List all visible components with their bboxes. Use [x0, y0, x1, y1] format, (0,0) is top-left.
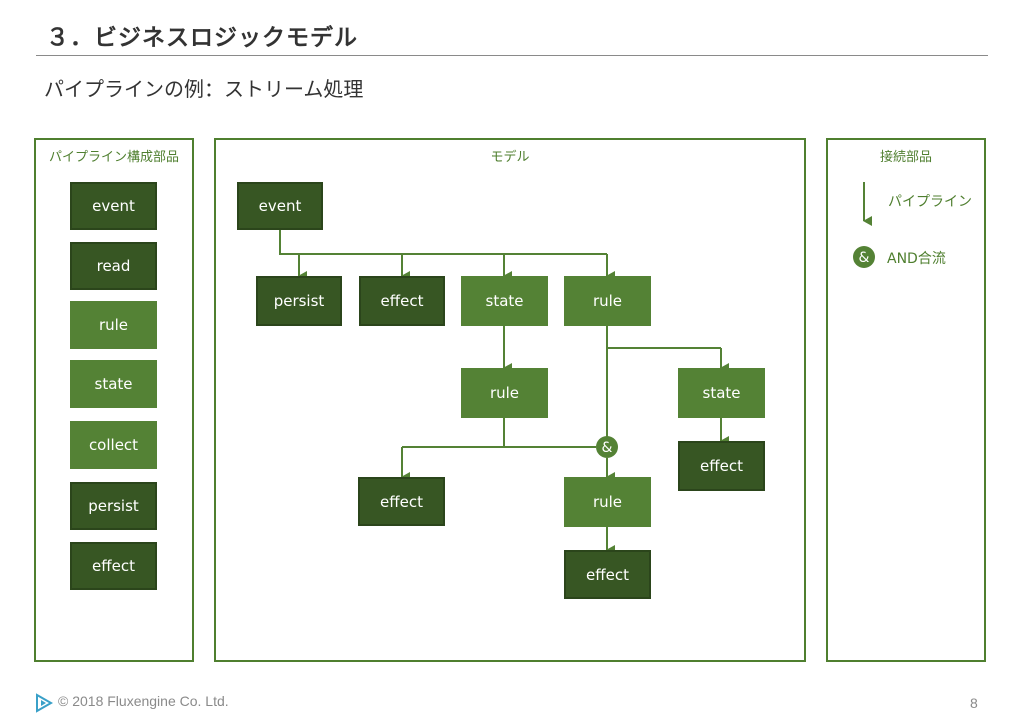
- node-effect-d: effect: [564, 550, 651, 599]
- node-rule-c: rule: [564, 477, 651, 527]
- model-panel-title: モデル: [490, 150, 530, 165]
- connectors-panel: 接続部品: [826, 138, 986, 662]
- component-effect: effect: [70, 542, 157, 590]
- component-rule: rule: [70, 301, 157, 349]
- component-read: read: [70, 242, 157, 290]
- node-persist: persist: [256, 276, 342, 326]
- slide-subtitle: パイプラインの例：ストリーム処理: [44, 77, 364, 101]
- legend-and-symbol: &: [859, 250, 870, 266]
- legend-pipeline-label: パイプライン: [888, 194, 972, 210]
- node-rule-a: rule: [564, 276, 651, 326]
- slide-title: ３．ビジネスロジックモデル: [46, 25, 358, 51]
- title-divider: [36, 55, 988, 56]
- connector-rule-b-split: [402, 418, 505, 448]
- legend-and-icon: [853, 246, 875, 268]
- components-panel-title: パイプライン構成部品: [48, 150, 179, 165]
- page-number: 8: [970, 695, 978, 711]
- connectors-panel-title: 接続部品: [879, 150, 932, 165]
- component-persist: persist: [70, 482, 157, 530]
- node-effect-a: effect: [359, 276, 445, 326]
- model-panel: モデル: [214, 138, 806, 662]
- connector-event-bus: [279, 230, 607, 255]
- and-merge-symbol: &: [602, 440, 613, 456]
- component-state: state: [70, 360, 157, 408]
- component-collect: collect: [70, 421, 157, 469]
- and-merge-node: [596, 436, 618, 458]
- footer-copyright: © 2018 Fluxengine Co. Ltd.: [58, 693, 229, 709]
- node-rule-b: rule: [461, 368, 548, 418]
- node-state-a: state: [461, 276, 548, 326]
- node-state-b: state: [678, 368, 765, 418]
- node-effect-b: effect: [678, 441, 765, 491]
- node-event: event: [237, 182, 323, 230]
- component-event: event: [70, 182, 157, 230]
- components-panel: パイプライン構成部品: [34, 138, 194, 662]
- node-effect-c: effect: [358, 477, 445, 526]
- fluxengine-logo-icon: [36, 693, 54, 713]
- legend-and-label: AND合流: [887, 251, 946, 267]
